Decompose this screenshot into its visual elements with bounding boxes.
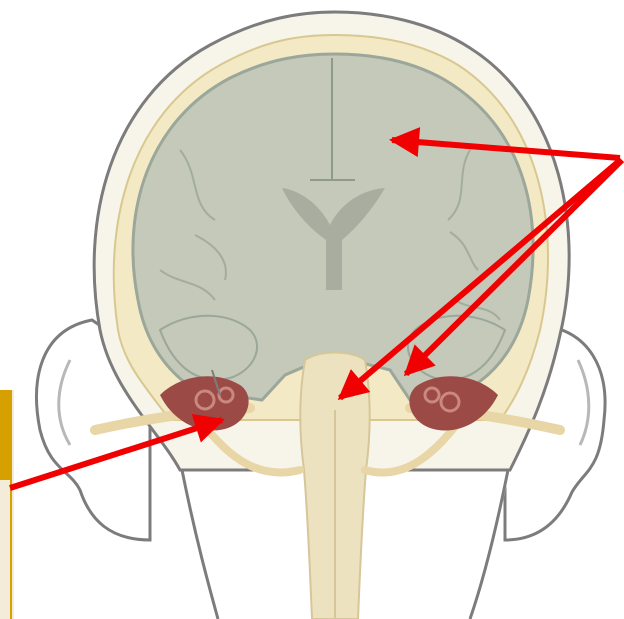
- side-bar: [0, 390, 14, 619]
- brainstem: [300, 353, 369, 619]
